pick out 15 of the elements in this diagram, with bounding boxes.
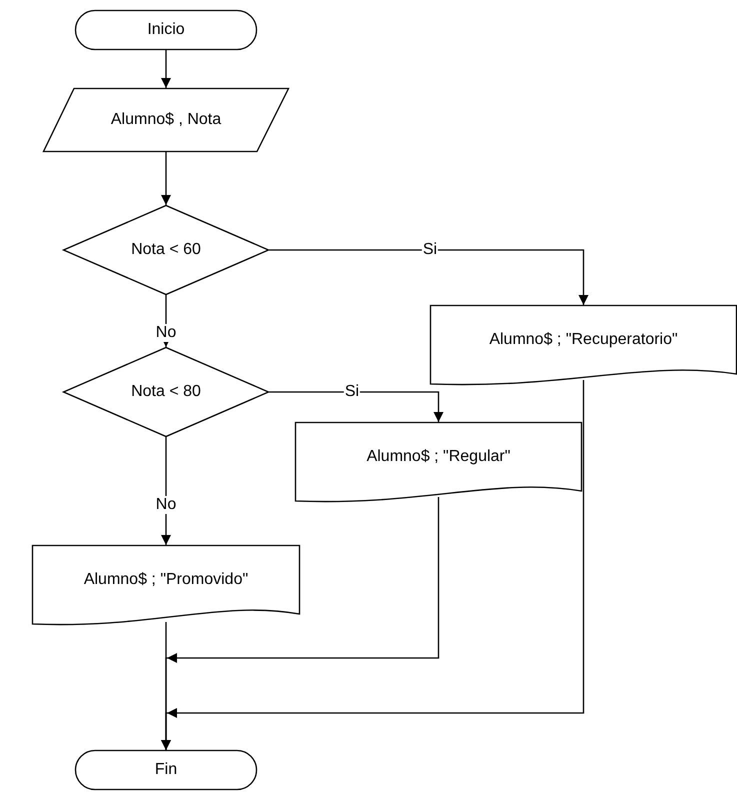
- input-parallelogram: [43, 88, 289, 152]
- node-text: Alumno$ , Nota: [110, 111, 222, 129]
- node-text: Inicio: [147, 21, 185, 39]
- decision-diamond: [63, 205, 269, 295]
- node-text: Fin: [154, 761, 178, 779]
- edge-label: No: [154, 496, 178, 514]
- node-text: Alumno$ ; "Regular": [366, 448, 510, 466]
- terminator-shape: [75, 10, 257, 50]
- terminator-shape: [75, 750, 257, 790]
- node-text: Alumno$ ; "Promovido": [84, 570, 248, 588]
- edge-label: No: [154, 324, 178, 342]
- node-text: Nota < 60: [131, 241, 201, 259]
- node-text: Alumno$ ; "Recuperatorio": [489, 330, 678, 348]
- decision-diamond: [63, 347, 269, 437]
- node-text: Nota < 80: [131, 383, 201, 401]
